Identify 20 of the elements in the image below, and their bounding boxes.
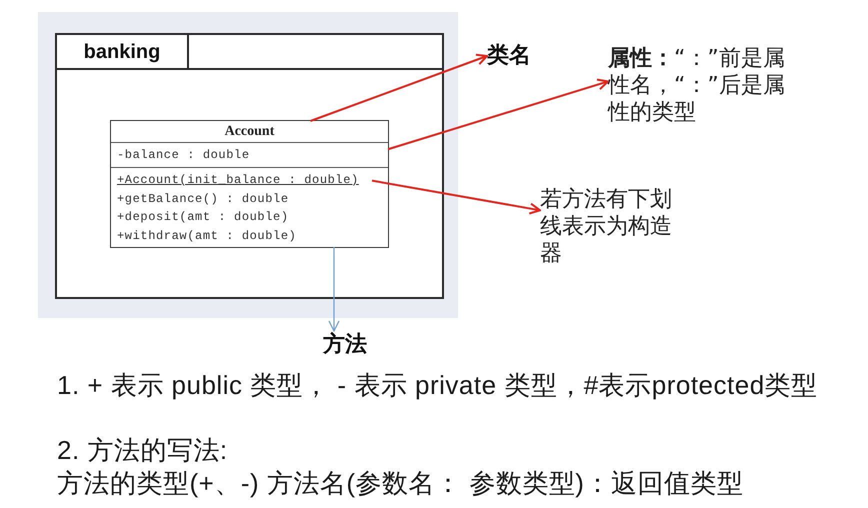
note-text: 方法的类型(+、-) 方法名(参数名： 参数类型)：返回值类型 bbox=[57, 468, 744, 498]
package-frame bbox=[55, 33, 444, 299]
annotation-text: 类名 bbox=[487, 42, 531, 70]
method-signature: +Account(init_balance : double) bbox=[117, 172, 359, 189]
package-name: banking bbox=[84, 40, 160, 64]
class-name: Account bbox=[224, 123, 274, 141]
method-signature: +getBalance() : double bbox=[117, 190, 289, 208]
arrow bbox=[372, 180, 541, 214]
attribute-text: -balance : double bbox=[117, 147, 250, 164]
note-text: 1. + 表示 public 类型， - 表示 private 类型，#表示protected类型 bbox=[57, 370, 818, 400]
arrow bbox=[388, 78, 609, 150]
method-signature: +withdraw(amt : double) bbox=[117, 228, 296, 244]
note-text: 2. 方法的写法: bbox=[57, 435, 228, 465]
arrow bbox=[310, 54, 488, 122]
annotation-text: 属性：“：”前是属性名，“：”后是属性的类型 bbox=[608, 45, 794, 126]
annotation-text: 方法 bbox=[323, 331, 367, 359]
method-signature: +deposit(amt : double) bbox=[117, 209, 289, 226]
arrow bbox=[328, 247, 340, 332]
annotation-text: 若方法有下划线表示为构造器 bbox=[540, 186, 676, 267]
class-box bbox=[110, 120, 389, 248]
